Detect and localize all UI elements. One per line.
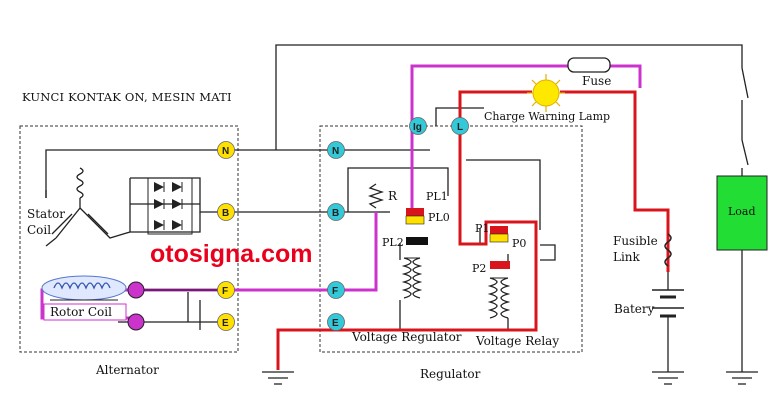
contact-p0-yellow <box>489 233 509 243</box>
terminal-alt-b-label: B <box>222 208 229 219</box>
stator-coil-icon <box>45 167 131 247</box>
alternator-label: Alternator <box>95 363 159 377</box>
contact-pl0-label: PL0 <box>428 211 450 224</box>
black-wiring <box>45 44 749 372</box>
terminal-reg-f <box>327 281 345 299</box>
terminal-alt-e-label: E <box>222 318 229 329</box>
contact-p0-label: P0 <box>512 237 526 250</box>
fusible-link-icon <box>664 233 672 267</box>
battery-label: Batery <box>614 302 655 316</box>
terminal-reg-n-label: N <box>332 146 339 157</box>
terminal-reg-l-label: L <box>457 122 463 133</box>
fusible-link-label-2: Link <box>613 250 641 264</box>
terminal-reg-f-label: F <box>332 286 338 297</box>
slip-ring-f <box>127 281 145 299</box>
terminal-alt-b <box>217 203 235 221</box>
diagram-title: KUNCI KONTAK ON, MESIN MATI <box>22 90 232 104</box>
terminal-reg-e <box>327 313 345 331</box>
charge-warning-lamp-label: Charge Warning Lamp <box>484 110 610 123</box>
stator-coil-label-1: Stator <box>27 207 65 221</box>
regulator-terminals: N B F E Ig L <box>327 117 469 331</box>
regulator-box <box>319 125 583 353</box>
stator-coil-label-2: Coil <box>27 223 51 237</box>
contact-pl1-red <box>406 208 424 216</box>
alternator-box <box>19 125 239 353</box>
charge-warning-lamp-icon <box>527 74 565 112</box>
contact-p1-red <box>490 226 508 234</box>
contact-p1-label: P1 <box>475 222 489 235</box>
rotor-coil-label: Rotor Coil <box>50 305 112 319</box>
resistor-icon <box>367 183 385 209</box>
regulator-label: Regulator <box>420 367 481 381</box>
contact-pl2 <box>406 237 428 245</box>
terminal-reg-b <box>327 203 345 221</box>
fuse-label: Fuse <box>582 74 611 88</box>
terminal-reg-b-label: B <box>332 208 339 219</box>
voltage-regulator-coil-icon <box>401 257 423 299</box>
slip-ring-e <box>127 313 145 331</box>
battery-icon <box>652 289 684 318</box>
voltage-regulator-label: Voltage Regulator <box>351 330 462 344</box>
diode-bridge-icon <box>147 177 193 235</box>
voltage-relay-label: Voltage Relay <box>475 334 559 348</box>
rotor-coil-label-box <box>43 303 127 321</box>
alternator-terminals: N B F E <box>217 141 235 331</box>
terminal-reg-l <box>451 117 469 135</box>
fusible-link-label-1: Fusible <box>613 234 658 248</box>
load-label: Load <box>728 205 756 218</box>
terminal-alt-f <box>217 281 235 299</box>
terminal-reg-e-label: E <box>332 318 339 329</box>
voltage-relay-coil-icon <box>487 277 511 319</box>
contact-pl1-label: PL1 <box>426 190 448 203</box>
contact-p2-label: P2 <box>472 262 486 275</box>
resistor-label: R <box>388 189 398 203</box>
terminal-reg-ig-label: Ig <box>413 122 422 133</box>
contact-pl2-label: PL2 <box>382 236 404 249</box>
fuse <box>567 57 611 73</box>
ground-symbols <box>262 371 758 385</box>
terminal-alt-n <box>217 141 235 159</box>
terminal-alt-n-label: N <box>222 146 229 157</box>
terminal-alt-e <box>217 313 235 331</box>
terminal-reg-n <box>327 141 345 159</box>
terminal-reg-ig <box>409 117 427 135</box>
terminal-alt-f-label: F <box>222 286 228 297</box>
contact-p2 <box>490 261 510 269</box>
contact-pl0-yellow <box>405 215 425 225</box>
rotor-coil-icon <box>41 275 127 301</box>
load-box <box>716 175 768 251</box>
watermark-text: otosigna.com <box>150 240 313 268</box>
